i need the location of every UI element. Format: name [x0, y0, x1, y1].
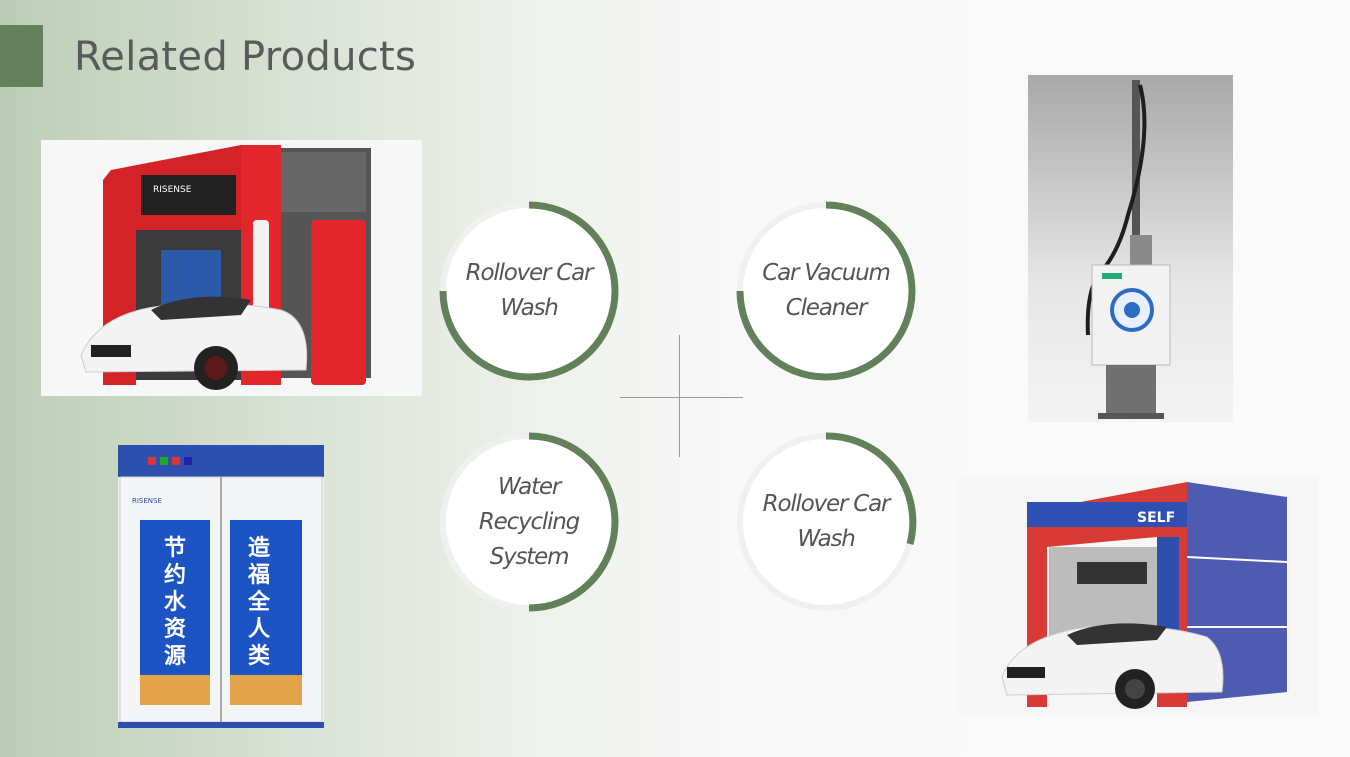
page-title: Related Products [74, 34, 417, 80]
water-recycling-system-photo: RISENSE 节约水资源 造福全人类 [118, 445, 324, 728]
cabinet-right-slogan: 造福全人类 [247, 535, 270, 669]
car-vacuum-cleaner-stand-icon [1028, 75, 1233, 422]
car-vacuum-cleaner-photo [1028, 75, 1233, 422]
ring-label: Rollover Car Wash [762, 491, 891, 552]
ring-label: Car Vacuum Cleaner [762, 260, 891, 321]
water-recycling-cabinet-icon: RISENSE [118, 445, 324, 728]
progress-ring-icon [439, 201, 619, 381]
title-accent-bar [0, 25, 43, 87]
ring-label: Water Recycling System [478, 473, 580, 570]
product-ring-rollover-car-wash-2[interactable]: Rollover Car Wash [734, 430, 918, 614]
svg-text:SELF: SELF [1137, 510, 1175, 526]
product-ring-rollover-car-wash-1[interactable]: Rollover Car Wash [437, 199, 621, 383]
ring-label: Rollover Car Wash [465, 260, 594, 321]
red-rollover-car-wash-photo: RISENSE [41, 140, 422, 396]
center-cross-horizontal [620, 397, 743, 398]
cabinet-left-slogan: 节约水资源 [163, 535, 186, 669]
center-cross-vertical [679, 335, 680, 457]
svg-text:RISENSE: RISENSE [132, 497, 162, 505]
progress-ring-icon [737, 432, 917, 611]
progress-ring-icon [736, 201, 916, 381]
red-rollover-car-wash-machine-icon: RISENSE [41, 140, 422, 396]
svg-text:RISENSE: RISENSE [153, 185, 192, 195]
product-ring-water-recycling-system[interactable]: Water Recycling System [437, 430, 621, 614]
product-ring-car-vacuum-cleaner[interactable]: Car Vacuum Cleaner [734, 199, 918, 383]
blue-rollover-car-wash-machine-icon: SELF [957, 477, 1319, 715]
progress-ring-icon [440, 432, 619, 612]
blue-rollover-car-wash-photo: SELF [957, 477, 1319, 715]
